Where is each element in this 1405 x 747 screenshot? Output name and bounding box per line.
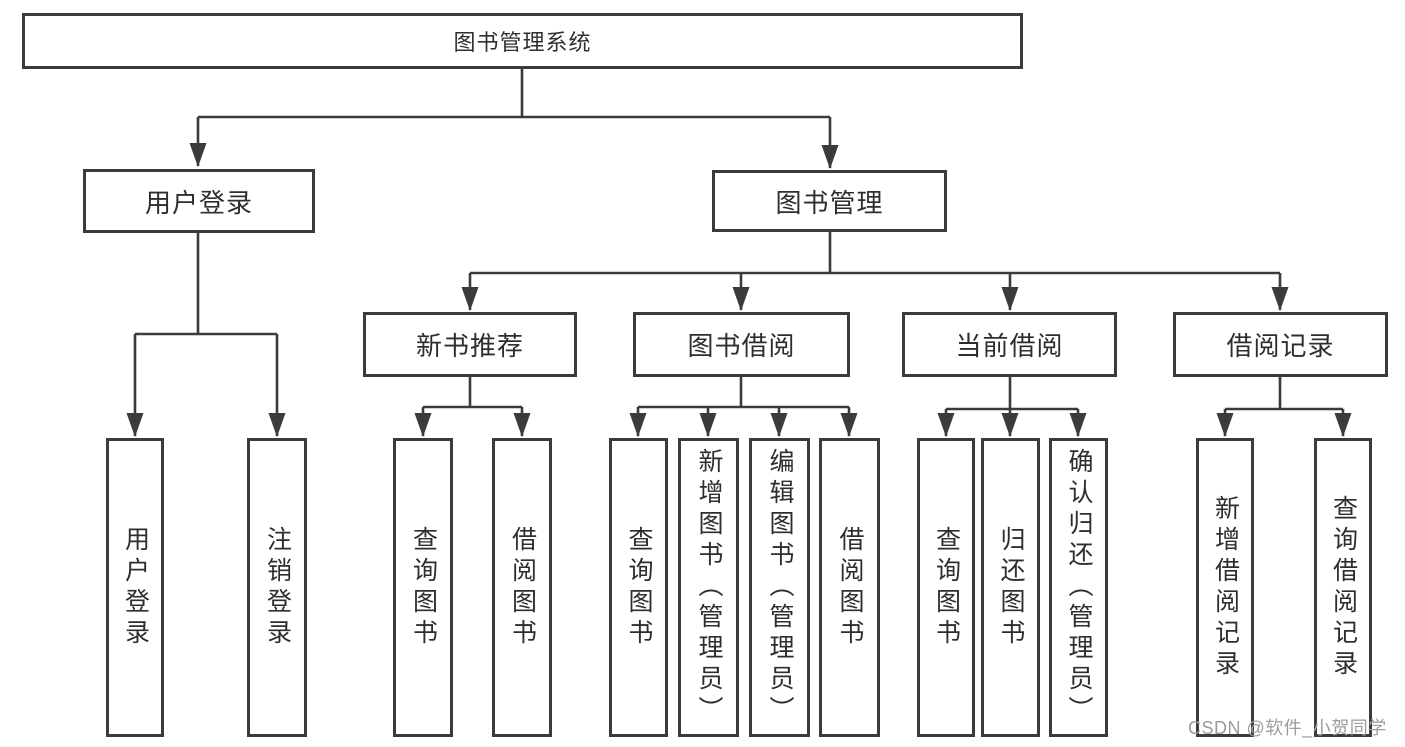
node-book-borrowing: 图书借阅: [633, 312, 850, 377]
watermark: CSDN @软件_小贺同学: [1188, 718, 1387, 738]
leaf-label: 查询图书: [409, 525, 438, 650]
node-new-book-recommend: 新书推荐: [363, 312, 577, 377]
leaf-label: 查询图书: [932, 525, 961, 650]
node-book-management: 图书管理: [712, 170, 947, 232]
leaf-query-books-current: 查询图书: [917, 438, 975, 737]
node-borrowing-records: 借阅记录: [1173, 312, 1388, 377]
node-user-login: 用户登录: [83, 169, 315, 233]
node-label: 图书管理系统: [453, 30, 592, 55]
leaf-label: 用户登录: [121, 525, 150, 650]
leaf-borrow-books-recommend: 借阅图书: [492, 438, 552, 737]
leaf-label: 借阅图书: [508, 525, 537, 650]
leaf-confirm-return-admin: 确认归还（管理员）: [1049, 438, 1108, 737]
leaf-label: 编辑图书（管理员）: [766, 448, 794, 727]
leaf-query-books-recommend: 查询图书: [393, 438, 453, 737]
node-library-system: 图书管理系统: [22, 13, 1023, 69]
node-label: 用户登录: [144, 187, 253, 218]
leaf-label: 借阅图书: [836, 525, 864, 650]
leaf-add-borrow-record: 新增借阅记录: [1196, 438, 1254, 737]
node-label: 当前借阅: [955, 331, 1064, 361]
leaf-label: 查询图书: [625, 525, 653, 650]
node-label: 借阅记录: [1226, 331, 1335, 361]
node-current-borrowing: 当前借阅: [902, 312, 1117, 377]
leaf-edit-books-admin: 编辑图书（管理员）: [749, 438, 810, 737]
leaf-query-borrow-record: 查询借阅记录: [1314, 438, 1372, 737]
leaf-query-books-borrowing: 查询图书: [609, 438, 668, 737]
leaf-logout: 注销登录: [247, 438, 307, 737]
leaf-borrow-books-borrowing: 借阅图书: [819, 438, 880, 737]
node-label: 图书借阅: [687, 331, 796, 361]
leaf-label: 新增图书（管理员）: [695, 448, 723, 727]
leaf-label: 确认归还（管理员）: [1065, 448, 1093, 727]
node-label: 新书推荐: [415, 331, 524, 361]
leaf-label: 查询借阅记录: [1329, 494, 1358, 681]
leaf-user-login: 用户登录: [106, 438, 164, 737]
leaf-label: 注销登录: [263, 525, 292, 650]
leaf-add-books-admin: 新增图书（管理员）: [678, 438, 739, 737]
leaf-label: 归还图书: [997, 525, 1025, 650]
leaf-return-books: 归还图书: [981, 438, 1040, 737]
leaf-label: 新增借阅记录: [1211, 494, 1240, 681]
node-label: 图书管理: [775, 187, 884, 218]
